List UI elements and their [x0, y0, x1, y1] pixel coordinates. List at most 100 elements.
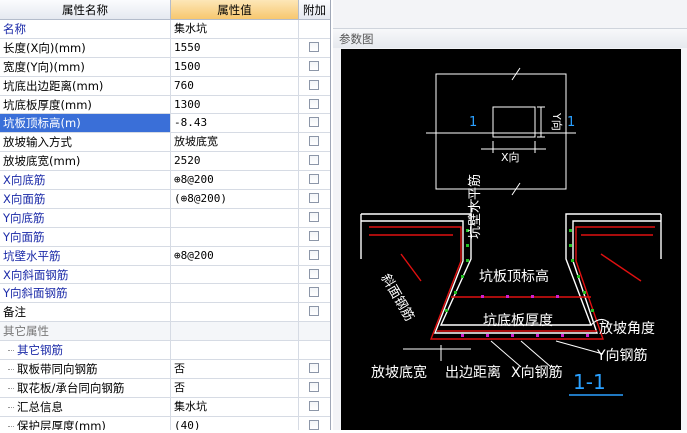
property-row[interactable]: 取板带同向钢筋否 — [0, 360, 330, 379]
property-value[interactable]: 1550 — [171, 38, 299, 57]
property-name: Y向面筋 — [0, 227, 171, 246]
property-value[interactable] — [171, 303, 299, 322]
property-row[interactable]: Y向底筋 — [0, 208, 330, 228]
extra-checkbox[interactable] — [309, 419, 319, 430]
extra-cell — [299, 190, 330, 208]
property-value[interactable]: (⊕8@200) — [171, 190, 299, 208]
property-value[interactable] — [171, 227, 299, 246]
extra-cell — [299, 152, 330, 170]
property-value[interactable]: ⊕8@200 — [171, 171, 299, 190]
property-row[interactable]: 备注 — [0, 303, 330, 323]
property-name: Y向斜面钢筋 — [0, 284, 171, 303]
extra-cell — [299, 417, 330, 430]
extra-cell — [299, 228, 330, 246]
extra-checkbox[interactable] — [309, 306, 319, 317]
property-value[interactable]: 760 — [171, 76, 299, 95]
stirrup-dots — [445, 229, 594, 312]
property-name: 坑壁水平筋 — [0, 246, 171, 265]
property-value[interactable] — [171, 208, 299, 227]
property-value[interactable] — [171, 284, 299, 303]
extra-checkbox[interactable] — [309, 363, 319, 374]
column-header-extra: 附加 — [299, 0, 330, 20]
property-value[interactable]: 否 — [171, 360, 299, 378]
plan-outline — [435, 73, 567, 190]
extra-checkbox[interactable] — [309, 287, 319, 298]
property-name: 坑板顶标高(m) — [0, 114, 171, 133]
extra-cell — [299, 209, 330, 227]
label-x-bar: X向钢筋 — [511, 364, 563, 381]
extra-cell — [299, 96, 330, 114]
extra-checkbox[interactable] — [309, 268, 319, 279]
property-name: 备注 — [0, 303, 171, 322]
plan-marker-left: 1 — [469, 115, 477, 130]
property-row[interactable]: X向斜面钢筋 — [0, 265, 330, 285]
property-value[interactable] — [171, 265, 299, 284]
property-value[interactable]: -8.43 — [171, 114, 299, 133]
property-value[interactable]: (40) — [171, 416, 299, 430]
extra-checkbox[interactable] — [309, 211, 319, 222]
extra-checkbox[interactable] — [309, 381, 319, 392]
property-row[interactable]: X向面筋(⊕8@200) — [0, 190, 330, 209]
diagram-svg: 1 1 X向 Y向 — [360, 67, 662, 396]
property-name: 名称 — [0, 20, 171, 38]
extra-checkbox[interactable] — [309, 400, 319, 411]
property-row[interactable]: 取花板/承台同向钢筋否 — [0, 378, 330, 398]
property-name: X向面筋 — [0, 190, 171, 208]
extra-checkbox[interactable] — [309, 193, 319, 204]
extra-checkbox[interactable] — [309, 117, 319, 128]
property-name: 汇总信息 — [0, 397, 171, 416]
extra-cell — [299, 39, 330, 57]
extra-checkbox[interactable] — [309, 155, 319, 166]
extra-checkbox[interactable] — [309, 98, 319, 109]
property-value[interactable]: 集水坑 — [171, 397, 299, 416]
label-slope-bar: 斜面钢筋 — [378, 271, 418, 324]
property-name: 保护层厚度(mm) — [0, 416, 171, 430]
property-name: 坑底出边距离(mm) — [0, 76, 171, 95]
extra-checkbox[interactable] — [309, 249, 319, 260]
property-row[interactable]: 坑壁水平筋⊕8@200 — [0, 246, 330, 266]
property-row[interactable]: 宽度(Y向)(mm)1500 — [0, 57, 330, 77]
extra-checkbox[interactable] — [309, 79, 319, 90]
property-value[interactable] — [171, 341, 299, 360]
label-edge-dist: 出边距离 — [445, 364, 501, 381]
extra-cell — [299, 398, 330, 416]
property-value[interactable]: 1300 — [171, 95, 299, 114]
property-value[interactable]: 放坡底宽 — [171, 133, 299, 152]
label-top-elev: 坑板顶标高 — [479, 268, 549, 285]
plan-y-label: Y向 — [550, 112, 564, 131]
property-row[interactable]: 汇总信息集水坑 — [0, 397, 330, 417]
property-value[interactable]: ⊕8@200 — [171, 246, 299, 265]
parameter-diagram: 1 1 X向 Y向 — [341, 49, 681, 430]
property-row[interactable]: X向底筋⊕8@200 — [0, 171, 330, 191]
property-value[interactable] — [171, 322, 299, 341]
extra-checkbox[interactable] — [309, 60, 319, 71]
property-row[interactable]: 坑板顶标高(m)-8.43 — [0, 114, 330, 134]
property-row[interactable]: 长度(X向)(mm)1550 — [0, 38, 330, 58]
property-row[interactable]: 其它属性 — [0, 322, 330, 342]
property-row[interactable]: 放坡底宽(mm)2520 — [0, 152, 330, 172]
property-row[interactable]: 保护层厚度(mm)(40) — [0, 416, 330, 430]
label-y-bar: Y向钢筋 — [596, 347, 648, 364]
extra-checkbox[interactable] — [309, 41, 319, 52]
property-value[interactable]: 否 — [171, 378, 299, 397]
property-value[interactable]: 1500 — [171, 57, 299, 76]
extra-cell — [299, 171, 330, 189]
property-row[interactable]: 坑底板厚度(mm)1300 — [0, 95, 330, 115]
property-row[interactable]: 放坡输入方式放坡底宽 — [0, 133, 330, 153]
section-label: 1-1 — [573, 370, 606, 394]
property-value[interactable]: 集水坑 — [171, 20, 299, 38]
property-name: X向斜面钢筋 — [0, 265, 171, 284]
extra-checkbox[interactable] — [309, 174, 319, 185]
extra-cell — [299, 341, 330, 359]
extra-checkbox[interactable] — [309, 230, 319, 241]
plan-marker-right: 1 — [567, 115, 575, 130]
extra-checkbox[interactable] — [309, 136, 319, 147]
property-row[interactable]: Y向斜面钢筋 — [0, 284, 330, 304]
extra-cell — [299, 20, 330, 38]
property-value[interactable]: 2520 — [171, 152, 299, 171]
property-row[interactable]: 坑底出边距离(mm)760 — [0, 76, 330, 96]
property-row[interactable]: 其它钢筋 — [0, 341, 330, 361]
property-row[interactable]: 名称集水坑 — [0, 20, 330, 39]
property-row[interactable]: Y向面筋 — [0, 227, 330, 247]
